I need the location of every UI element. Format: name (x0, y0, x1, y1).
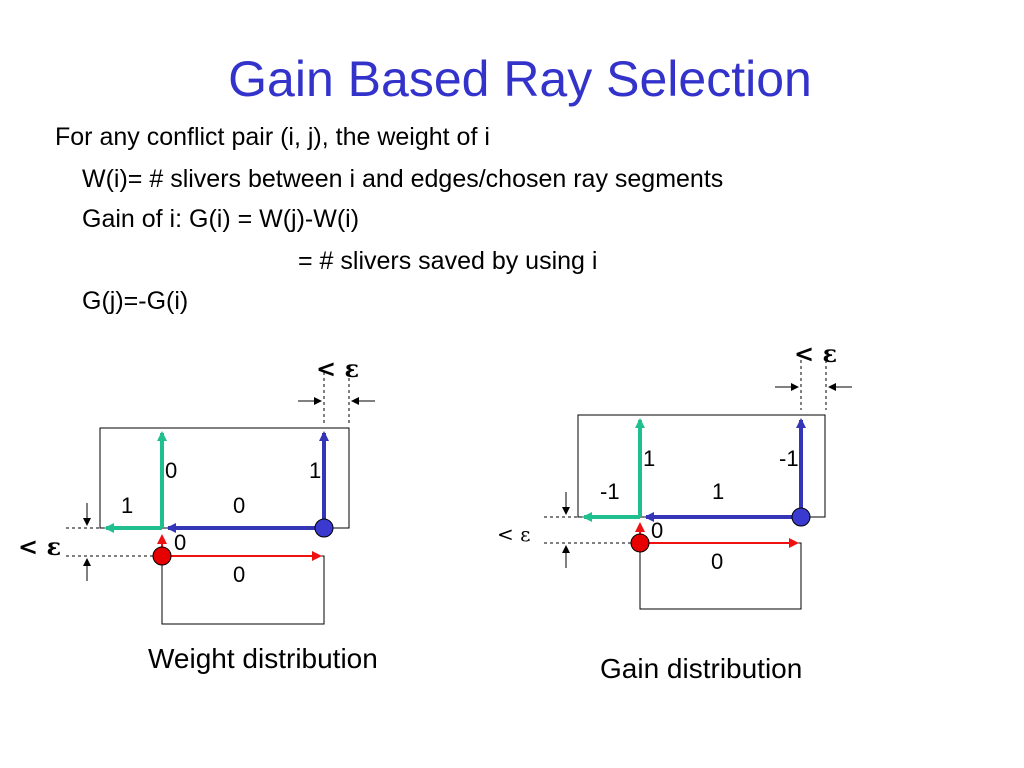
weight-diagram: < ε < ε 0 1 1 0 0 0 Weight distribution (18, 354, 378, 674)
label-red-up: 0 (651, 518, 663, 543)
red-vertex-dot (630, 533, 650, 553)
label-blue-left: 0 (233, 493, 245, 518)
label-red-right: 0 (711, 549, 723, 574)
text-line-4: = # slivers saved by using i (298, 247, 598, 275)
epsilon-left-label: < ε (18, 532, 61, 561)
weight-caption: Weight distribution (148, 643, 378, 674)
blue-vertex-dot (791, 507, 811, 527)
label-blue-up: 1 (309, 458, 321, 483)
label-red-up: 0 (174, 530, 186, 555)
label-green-up: 1 (643, 446, 655, 471)
text-line-5: G(j)=-G(i) (82, 287, 189, 315)
gain-diagram: < ε < ε 1 -1 -1 1 0 0 Gain distribution (497, 339, 852, 684)
label-green-up: 0 (165, 458, 177, 483)
label-green-left: -1 (600, 479, 620, 504)
slide-title: Gain Based Ray Selection (228, 51, 812, 107)
label-red-right: 0 (233, 562, 245, 587)
label-green-left: 1 (121, 493, 133, 518)
epsilon-top-label: < ε (794, 339, 837, 368)
epsilon-left-label: < ε (497, 522, 530, 546)
label-blue-left: 1 (712, 479, 724, 504)
red-vertex-dot (152, 546, 172, 566)
gain-caption: Gain distribution (600, 653, 802, 684)
epsilon-top-label: < ε (316, 354, 359, 383)
label-blue-up: -1 (779, 446, 799, 471)
text-line-3: Gain of i: G(i) = W(j)-W(i) (82, 205, 360, 233)
text-line-2: W(i)= # slivers between i and edges/chos… (82, 165, 724, 193)
blue-vertex-dot (314, 518, 334, 538)
text-line-1: For any conflict pair (i, j), the weight… (55, 123, 490, 151)
